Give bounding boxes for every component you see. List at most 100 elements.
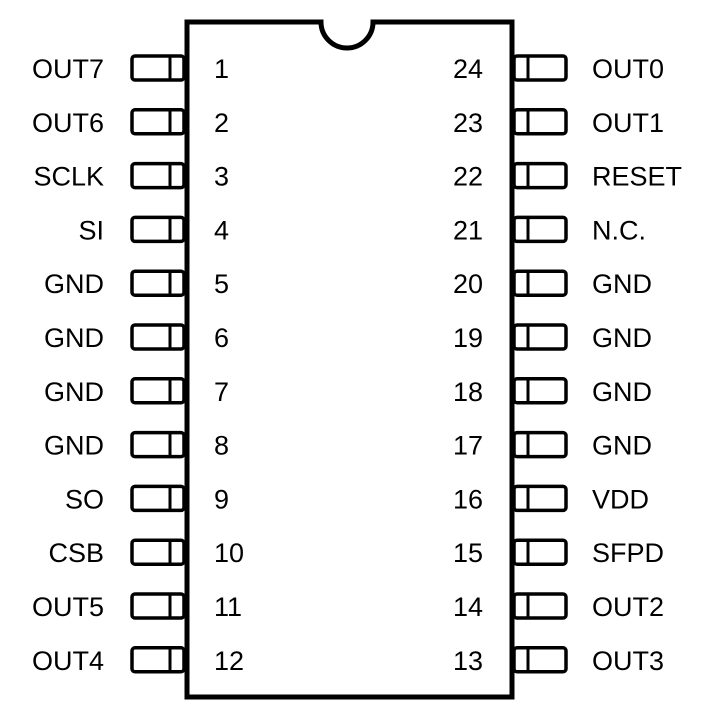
- pin-name: OUT3: [592, 646, 664, 676]
- pin-name: GND: [44, 269, 104, 299]
- pin-lead: [130, 161, 186, 190]
- pin-name: GND: [592, 269, 652, 299]
- pin-4: SI 4: [78, 215, 229, 245]
- pin-1: OUT7 1: [32, 54, 229, 84]
- pin-21: N.C. 21: [453, 215, 646, 245]
- pin-name: GND: [592, 323, 652, 353]
- pin-lead: [512, 538, 568, 566]
- pin-lead: [512, 377, 568, 405]
- pin-7: GND 7: [44, 377, 229, 407]
- pin-lead: [130, 108, 186, 136]
- pin-name: GND: [44, 323, 104, 353]
- pin-20: GND 20: [453, 269, 652, 299]
- pin-13: OUT3 13: [453, 646, 664, 676]
- pin-name: VDD: [592, 484, 649, 514]
- pin-8: GND 8: [44, 431, 229, 461]
- pin-lead: [512, 646, 568, 674]
- pin-name: SI: [78, 215, 104, 245]
- pin-number: 10: [214, 538, 244, 568]
- pin-name: SFPD: [592, 538, 664, 568]
- pin-number: 11: [214, 592, 242, 622]
- pin-name: RESET: [592, 162, 682, 192]
- pin-lead: [130, 54, 186, 82]
- pin-23: OUT1 23: [453, 108, 664, 138]
- pin-number: 9: [214, 484, 229, 514]
- pin-number: 21: [453, 215, 483, 245]
- pin-number: 14: [453, 592, 483, 622]
- pin-9: SO 9: [65, 484, 229, 514]
- pin-number: 17: [453, 431, 483, 461]
- pin-name: CSB: [48, 538, 104, 568]
- pin-number: 23: [453, 108, 483, 138]
- pin-lead: [512, 161, 568, 190]
- right-pin-column: OUT024OUT123RESET22N.C.21GND20GND19GND18…: [453, 54, 682, 676]
- pin-lead: [130, 484, 186, 513]
- pin-number: 5: [214, 269, 229, 299]
- pin-lead: [512, 54, 568, 82]
- pin-name: N.C.: [592, 215, 646, 245]
- pin-19: GND 19: [453, 323, 652, 353]
- pin-15: SFPD 15: [453, 538, 664, 568]
- pin-lead: [512, 108, 568, 136]
- pin-number: 4: [214, 215, 229, 245]
- pin-lead: [130, 592, 186, 620]
- pin-number: 1: [214, 54, 229, 84]
- pin-lead: [130, 323, 186, 351]
- pin-name: OUT5: [32, 592, 104, 622]
- chip-body: [184, 19, 515, 700]
- pin-5: GND 5: [44, 269, 229, 299]
- pin-lead: [130, 377, 186, 405]
- pin-number: 19: [453, 323, 483, 353]
- pin-3: SCLK 3: [33, 162, 229, 192]
- pin-number: 3: [214, 162, 229, 192]
- pin-number: 24: [453, 54, 483, 84]
- pin-name: SCLK: [33, 162, 104, 192]
- pin-name: GND: [592, 431, 652, 461]
- pin-14: OUT2 14: [453, 592, 664, 622]
- pin-lead: [130, 215, 186, 244]
- pin-name: OUT4: [32, 646, 104, 676]
- pin-number: 22: [453, 162, 483, 192]
- pin-6: GND 6: [44, 323, 229, 353]
- pin-2: OUT6 2: [32, 108, 229, 138]
- pin-name: GND: [592, 377, 652, 407]
- pin-18: GND 18: [453, 377, 652, 407]
- pin-lead: [512, 592, 568, 620]
- pin-name: OUT7: [32, 54, 104, 84]
- pin-name: OUT0: [592, 54, 664, 84]
- pin-17: GND 17: [453, 431, 652, 461]
- pin-lead: [130, 538, 186, 566]
- pin-lead: [130, 269, 186, 297]
- pin-number: 2: [214, 108, 229, 138]
- pin-number: 12: [214, 646, 244, 676]
- pin-lead: [130, 430, 186, 459]
- pin-11: OUT5 11: [32, 592, 242, 622]
- pin-lead: [512, 269, 568, 297]
- pin-number: 16: [453, 484, 483, 514]
- pin-number: 13: [453, 646, 483, 676]
- pin-24: OUT0 24: [453, 54, 664, 84]
- pin-lead: [512, 215, 568, 244]
- pin-number: 15: [453, 538, 483, 568]
- pin-number: 18: [453, 377, 483, 407]
- pin-lead: [512, 323, 568, 351]
- pin-number: 6: [214, 323, 229, 353]
- pin-name: GND: [44, 377, 104, 407]
- pin-name: OUT1: [592, 108, 664, 138]
- pin-16: VDD 16: [453, 484, 649, 514]
- pin-lead: [130, 646, 186, 674]
- pin-lead: [512, 484, 568, 513]
- pin-name: OUT6: [32, 108, 104, 138]
- pin-10: CSB 10: [48, 538, 244, 568]
- pin-name: GND: [44, 431, 104, 461]
- pin-number: 20: [453, 269, 483, 299]
- pin-22: RESET 22: [453, 162, 682, 192]
- pin-name: SO: [65, 484, 104, 514]
- pin-number: 7: [214, 377, 229, 407]
- pin-number: 8: [214, 431, 229, 461]
- pin-12: OUT4 12: [32, 646, 244, 676]
- pin-name: OUT2: [592, 592, 664, 622]
- pin-lead: [512, 430, 568, 459]
